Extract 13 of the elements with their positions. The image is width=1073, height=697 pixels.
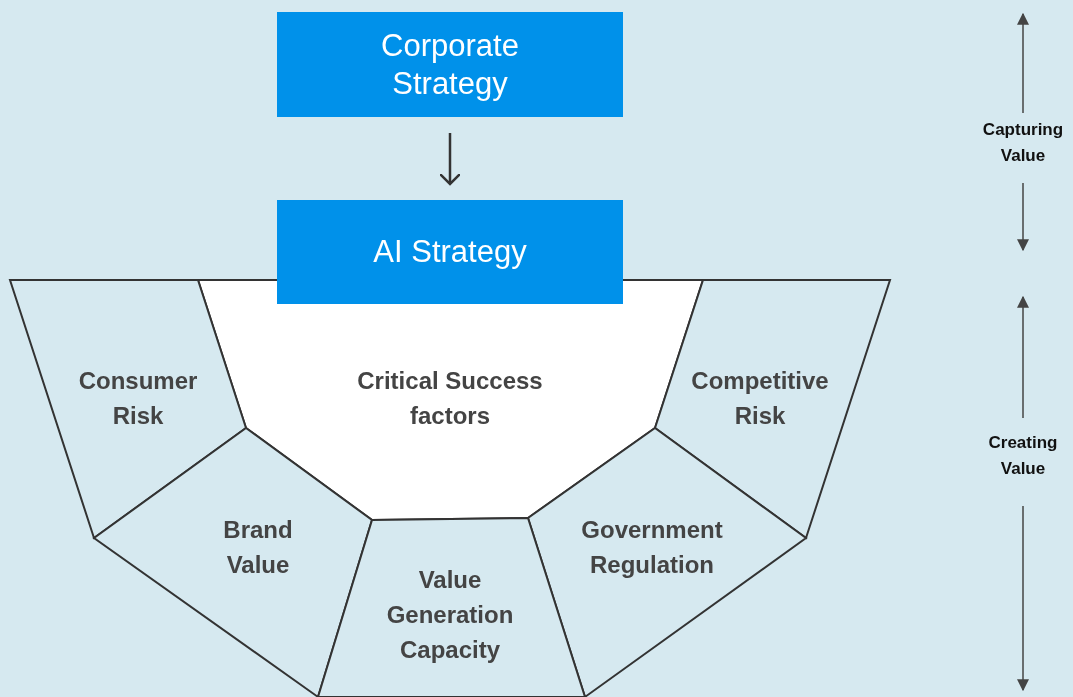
segment-label: Competitive Risk: [690, 366, 830, 431]
segment-label: Consumer Risk: [77, 366, 199, 431]
segment-label: Value Generation Capacity: [385, 564, 515, 665]
box-title: Corporate Strategy: [380, 26, 520, 103]
strategy-box: [277, 200, 623, 304]
arrow: [438, 133, 462, 186]
segment-label: Government Regulation: [580, 515, 724, 580]
box-title: AI Strategy: [372, 233, 528, 271]
scale-label: Creating Value: [987, 432, 1059, 480]
strategy-box: [277, 12, 623, 117]
segment-label: Critical Success factors: [356, 366, 544, 431]
segment-label: Brand Value: [222, 515, 294, 580]
scale-label: Capturing Value: [981, 119, 1065, 167]
